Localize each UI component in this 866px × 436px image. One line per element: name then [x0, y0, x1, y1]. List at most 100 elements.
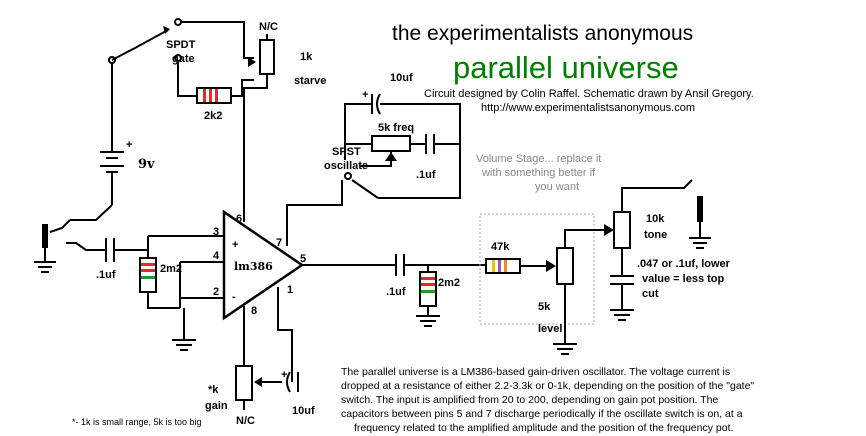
label-starve: starve — [294, 75, 326, 87]
wiper-arrow-icon — [385, 152, 397, 161]
label-pin6: 6 — [236, 213, 242, 225]
label-2m2-output: 2m2 — [438, 277, 460, 289]
resistor-2k2 — [196, 87, 232, 104]
description-line: switch. The input is amplified from 20 t… — [341, 394, 718, 406]
vol-note-3: you want — [535, 181, 579, 193]
wire — [344, 103, 372, 160]
wiper-arrow-icon — [254, 377, 262, 387]
input-stage: .1uf 2m2 — [96, 235, 224, 351]
lm386-chip: + - lm386 3 4 2 6 7 5 1 8 — [213, 180, 343, 382]
header-title: the experimentalists anonymous — [392, 22, 693, 45]
wiper-arrow-icon — [248, 57, 256, 67]
pot-5k-freq — [371, 135, 411, 152]
vol-note-1: Volume Stage... replace it — [476, 153, 601, 165]
cap-output — [302, 254, 486, 276]
ground-icon — [34, 248, 56, 273]
label-gate: gate — [172, 53, 195, 65]
band — [203, 89, 206, 102]
band — [504, 260, 507, 272]
tone-note-3: cut — [642, 288, 659, 300]
gain-section: *k gain + N/C 10uf — [205, 365, 315, 427]
label-10uf-bottom: 10uf — [292, 405, 315, 417]
oscillate-network: 10uf + 5k freq .1uf SPST oscillate — [324, 72, 461, 199]
label-battery-plus: + — [126, 139, 132, 151]
band — [209, 89, 212, 102]
pot-10k-tone — [613, 211, 631, 249]
pot-5k-level — [556, 247, 574, 285]
wire — [70, 204, 113, 221]
wire-pin7 — [286, 180, 343, 246]
label-nc-top: N/C — [259, 21, 278, 33]
wire — [177, 61, 197, 97]
band — [141, 269, 155, 272]
vol-note-2: with something better if — [481, 167, 596, 179]
band — [141, 263, 155, 266]
label-pin5: 5 — [300, 253, 306, 265]
label-10k: 10k — [646, 213, 665, 225]
label-cap-output: .1uf — [386, 286, 406, 298]
description-line: The parallel universe is a LM386-based g… — [341, 366, 730, 378]
band — [421, 277, 435, 280]
label-2m2-input: 2m2 — [160, 263, 182, 275]
label-nc-bottom: N/C — [236, 415, 255, 427]
label-pin3: 3 — [213, 226, 219, 238]
output-stage: .1uf 2m2 — [302, 254, 486, 327]
ground-icon — [689, 222, 711, 249]
wire — [564, 229, 604, 248]
description-line: dropped at a resistance of either 2.2-3.… — [341, 380, 754, 392]
label-47k: 47k — [491, 241, 510, 253]
label-freq: 5k freq — [378, 122, 414, 134]
label-spdt: SPDT — [166, 39, 196, 51]
spdt-arrow-icon — [163, 26, 170, 34]
header-credit: Circuit designed by Colin Raffel. Schema… — [424, 88, 754, 100]
band — [421, 290, 435, 293]
label-pin1: 1 — [287, 284, 293, 296]
op-amp-triangle — [222, 209, 305, 321]
wiper-arrow-icon — [546, 260, 556, 272]
volume-stage-box — [479, 213, 595, 325]
label-2k2: 2k2 — [204, 110, 222, 122]
ground-icon — [416, 306, 440, 327]
battery-and-gate-section: SPDT gate 2k2 N/C 1k starve + 9v — [70, 18, 326, 222]
label-level: level — [538, 323, 562, 335]
header-url: http://www.experimentalistsanonymous.com — [481, 102, 695, 114]
header-subtitle: parallel universe — [453, 50, 679, 85]
label-chip: lm386 — [234, 260, 273, 273]
output-jack-body — [697, 196, 703, 222]
label-1k: 1k — [300, 51, 313, 63]
wire — [243, 74, 268, 222]
band — [141, 276, 155, 279]
resistor-47k — [485, 258, 521, 274]
wire — [231, 79, 254, 97]
label-plus-input: + — [232, 239, 238, 251]
cap-1uf-osc — [345, 134, 460, 154]
label-battery-9v: 9v — [138, 157, 155, 172]
label-tone: tone — [644, 229, 667, 241]
description-line: capacitors between pins 5 and 7 discharg… — [341, 408, 743, 420]
label-pin4: 4 — [213, 250, 220, 262]
description-line: frequency related to the amplified ampli… — [354, 422, 733, 434]
label-gain-cap-plus: + — [281, 369, 287, 381]
description-block: The parallel universe is a LM386-based g… — [341, 366, 754, 434]
wire — [378, 103, 461, 199]
band — [498, 260, 501, 272]
cap-input — [98, 238, 148, 262]
label-pin7: 7 — [276, 237, 282, 249]
ground-pins-2-4 — [172, 261, 224, 351]
wire — [49, 219, 71, 233]
wire — [66, 242, 98, 251]
label-minus-input: - — [232, 291, 236, 303]
spdt-contact-top — [174, 18, 182, 26]
volume-stage: Volume Stage... replace it with somethin… — [476, 153, 604, 355]
label-gain: gain — [205, 400, 228, 412]
tone-note-1: .047 or .1uf, lower — [637, 258, 731, 270]
pot-gain — [235, 365, 253, 401]
ground-icon — [553, 284, 577, 355]
band — [215, 89, 218, 102]
label-gain-k: *k — [208, 384, 219, 396]
tone-note-2: value = less top — [642, 273, 725, 285]
wire-pin1 — [277, 287, 293, 382]
wire — [147, 250, 180, 309]
pot-1k-starve — [259, 39, 275, 75]
